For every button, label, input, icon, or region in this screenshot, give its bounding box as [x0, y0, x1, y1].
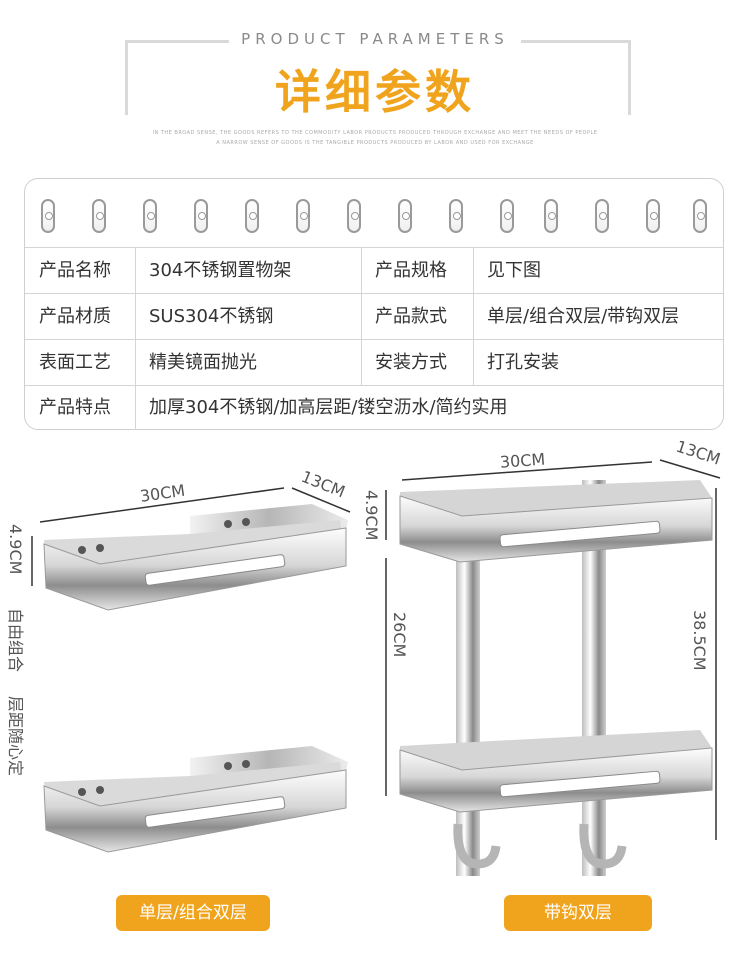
single-shelf-bottom	[43, 746, 348, 853]
screw-icon	[242, 518, 250, 526]
screw-icon	[242, 760, 250, 768]
ring-icon	[449, 199, 463, 233]
right-height-label: 4.9CM	[362, 490, 381, 540]
width-dimension-line	[401, 461, 653, 481]
ring-icon	[194, 199, 208, 233]
right-gap-label: 26CM	[390, 612, 409, 657]
spec-row-features: 产品特点 加厚304不锈钢/加高层距/镂空沥水/简约实用	[25, 385, 723, 430]
hook-icon	[453, 823, 501, 869]
screw-icon	[78, 546, 86, 554]
side-note-1: 自由组合	[6, 608, 25, 672]
ring-icon	[595, 199, 609, 233]
spec-row: 产品材质 SUS304不锈钢 产品款式 单层/组合双层/带钩双层	[25, 293, 723, 340]
ring-icon	[693, 199, 707, 233]
page-title: 详细参数	[275, 65, 475, 119]
single-shelf-top	[43, 504, 348, 611]
column-divider	[473, 294, 474, 340]
spec-label: 产品规格	[375, 260, 447, 281]
ring-icon	[245, 199, 259, 233]
column-divider	[361, 340, 362, 386]
width-dimension-line	[39, 487, 285, 523]
ring-icon	[500, 199, 514, 233]
left-depth-label: 13CM	[299, 467, 348, 502]
hook-icon	[579, 823, 627, 869]
spec-row: 产品名称 304不锈钢置物架 产品规格 见下图	[25, 247, 723, 294]
ring-icon	[646, 199, 660, 233]
spec-label: 产品款式	[375, 306, 447, 327]
caption-right: 带钩双层	[504, 895, 652, 931]
spec-label: 安装方式	[375, 352, 447, 373]
ring-icon	[296, 199, 310, 233]
right-width-label: 30CM	[499, 450, 546, 472]
ring-icon	[347, 199, 361, 233]
upper-shelf-front	[399, 495, 713, 563]
column-divider	[135, 294, 136, 340]
product-diagram: 30CM 13CM 4.9CM 自由组合 层距随心定 30CM 13CM 4.9…	[6, 440, 723, 876]
screw-icon	[96, 544, 104, 552]
left-height-label: 4.9CM	[6, 524, 25, 574]
right-total-label: 38.5CM	[690, 610, 709, 671]
column-divider	[473, 248, 474, 294]
header-subtitle: PRODUCT PARAMETERS	[0, 30, 750, 48]
spec-value: 见下图	[487, 260, 541, 281]
ring-icon	[544, 199, 558, 233]
screw-icon	[224, 762, 232, 770]
spec-value: SUS304不锈钢	[149, 306, 274, 327]
column-divider	[361, 294, 362, 340]
screw-icon	[96, 786, 104, 794]
screw-icon	[78, 788, 86, 796]
column-divider	[135, 386, 136, 430]
screw-icon	[224, 520, 232, 528]
fineprint-line-1: IN THE BROAD SENSE, THE GOODS REFERS TO …	[152, 130, 598, 136]
ring-icon	[41, 199, 55, 233]
spec-label: 产品名称	[39, 260, 111, 281]
spec-value: 精美镜面抛光	[149, 352, 257, 373]
left-pole	[456, 560, 480, 876]
spec-label: 产品材质	[39, 306, 111, 327]
column-divider	[361, 248, 362, 294]
column-divider	[135, 340, 136, 386]
ring-icon	[143, 199, 157, 233]
drain-slot	[144, 796, 286, 828]
spec-row: 表面工艺 精美镜面抛光 安装方式 打孔安装	[25, 339, 723, 386]
binder-rings	[25, 199, 723, 239]
spec-value: 单层/组合双层/带钩双层	[487, 306, 680, 327]
depth-dimension-line	[659, 459, 721, 479]
drain-slot	[499, 770, 661, 798]
column-divider	[135, 248, 136, 294]
drain-slot	[144, 554, 286, 586]
hook-shelf	[399, 480, 713, 876]
spec-label: 产品特点	[39, 397, 111, 418]
depth-dimension-line	[291, 487, 351, 513]
side-note-2: 层距随心定	[6, 696, 25, 776]
right-depth-label: 13CM	[674, 440, 723, 469]
caption-left: 单层/组合双层	[116, 895, 270, 931]
spec-table: 产品名称 304不锈钢置物架 产品规格 见下图 产品材质 SUS304不锈钢 产…	[24, 178, 724, 430]
spec-value: 304不锈钢置物架	[149, 260, 292, 281]
spec-value: 打孔安装	[487, 352, 559, 373]
drain-slot	[499, 520, 661, 548]
column-divider	[473, 340, 474, 386]
spec-label: 表面工艺	[39, 352, 111, 373]
ring-icon	[398, 199, 412, 233]
spec-value: 加厚304不锈钢/加高层距/镂空沥水/简约实用	[149, 397, 508, 418]
fineprint-line-2: A NARROW SENSE OF GOODS IS THE TANGIBLE …	[216, 140, 534, 146]
ring-icon	[92, 199, 106, 233]
